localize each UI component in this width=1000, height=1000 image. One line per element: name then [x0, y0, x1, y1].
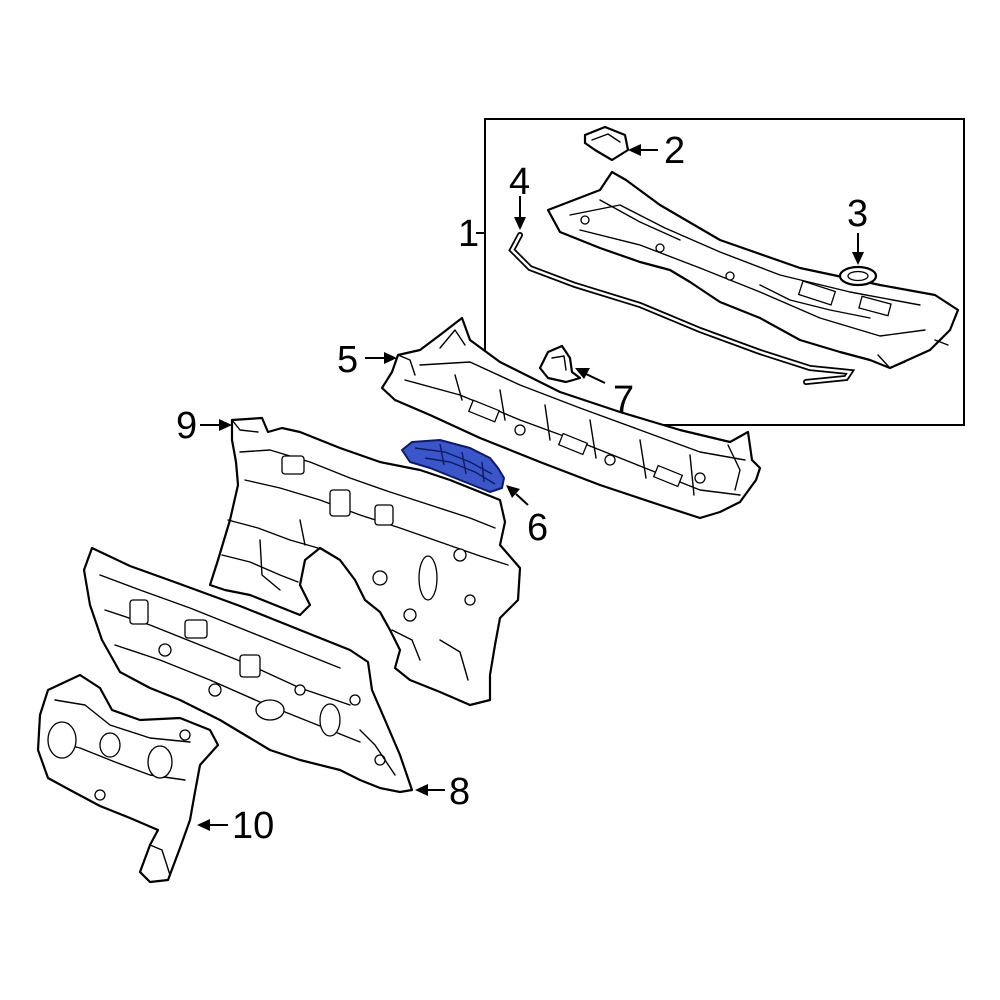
part-8-dash-panel[interactable] [82, 546, 414, 794]
assembly-1-frame [484, 118, 965, 426]
part-7-bracket[interactable] [538, 344, 582, 384]
part-2-cap[interactable] [583, 125, 630, 162]
callout-7: 7 [613, 379, 634, 421]
part-9-dash-insulator[interactable] [208, 416, 522, 707]
callout-1: 1 [458, 213, 479, 255]
part-5-cowl-panel[interactable] [380, 316, 762, 520]
part-6-insulator-highlighted[interactable] [401, 439, 505, 493]
part-4-seal[interactable] [508, 232, 856, 385]
callout-8: 8 [449, 771, 470, 813]
callout-4: 4 [509, 161, 530, 203]
part-3-grommet[interactable] [838, 265, 878, 287]
callout-10: 10 [232, 805, 274, 847]
part-1-cowl-top[interactable] [546, 170, 960, 370]
callout-2: 2 [664, 130, 685, 172]
callout-5: 5 [337, 339, 358, 381]
callout-3: 3 [847, 193, 868, 235]
part-10-side-insulator[interactable] [36, 673, 220, 884]
callout-9: 9 [176, 405, 197, 447]
callout-6: 6 [527, 507, 548, 549]
